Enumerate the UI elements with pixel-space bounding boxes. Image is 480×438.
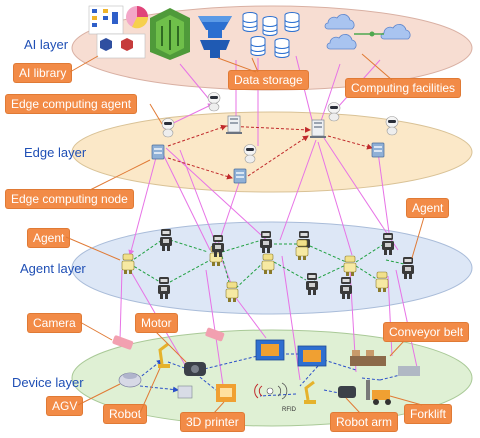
- callout-computing-facilities: Computing facilities: [346, 79, 461, 97]
- edge-links: [167, 124, 373, 180]
- callout-agv: AGV: [47, 397, 83, 415]
- edge-layer-label: Edge layer: [24, 145, 87, 160]
- callout-robot-arm: Robot arm: [331, 413, 398, 431]
- callout-3d-printer: 3D printer: [181, 413, 244, 431]
- robot-arm-icon: [304, 380, 316, 404]
- callout-robot: Robot: [104, 405, 147, 423]
- ai-library-chart-icon: [126, 6, 149, 29]
- callout-conveyor-belt: Conveyor belt: [384, 323, 469, 341]
- 3d-printer-icon: [216, 384, 236, 402]
- ai-library-tower-icon: [150, 8, 190, 60]
- callout-forklift: Forklift: [405, 405, 451, 423]
- callout-agent-left: Agent: [28, 229, 70, 247]
- callout-motor: Motor: [136, 314, 177, 332]
- agent-layer-label: Agent layer: [20, 261, 86, 276]
- ai-library-icon: [88, 5, 124, 35]
- forklift-icon: [366, 380, 391, 405]
- callout-agent-right: Agent: [407, 199, 449, 217]
- ai-library-box-icon: [96, 33, 146, 59]
- data-storage-funnel-icon: [198, 16, 232, 58]
- rfid-icon: [254, 382, 288, 400]
- callout-ai-library: AI library: [14, 64, 72, 82]
- callout-camera: Camera: [28, 314, 81, 332]
- device-layer-label: Device layer: [12, 375, 84, 390]
- callout-edge-computing-agent: Edge computing agent: [6, 95, 137, 113]
- computing-facilities-cloud-icon: [324, 13, 411, 50]
- rfid-label: RFID: [282, 407, 297, 413]
- robot-device-icon: [158, 342, 193, 399]
- motor-icon: [184, 362, 356, 398]
- callout-data-storage: Data storage: [229, 71, 308, 89]
- ai-layer-label: AI layer: [24, 37, 69, 52]
- agent-links: [129, 239, 405, 289]
- callout-edge-computing-node: Edge computing node: [6, 190, 133, 208]
- conveyor-belt-icon: [255, 339, 420, 376]
- camera-icon: [112, 327, 225, 350]
- agv-icon: [118, 372, 142, 388]
